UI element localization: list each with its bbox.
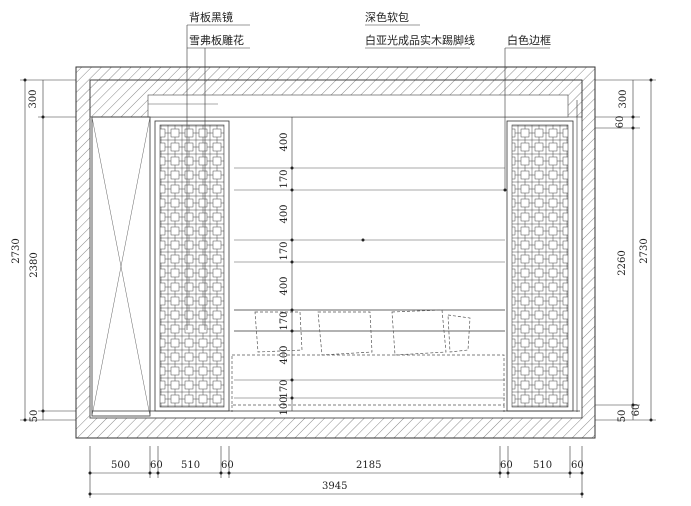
right-lattice-panel bbox=[506, 120, 574, 412]
dim-bottom-2185: 2185 bbox=[356, 460, 382, 471]
dim-bottom-total: 3945 bbox=[322, 481, 348, 492]
bed-outline bbox=[231, 309, 505, 412]
dim-left-2380: 2380 bbox=[29, 252, 40, 278]
dim-right-60-bot: 60 bbox=[631, 403, 642, 417]
dim-right-60-top: 60 bbox=[615, 115, 626, 129]
dim-dots bbox=[23, 78, 653, 496]
dim-center-6: 170 bbox=[279, 311, 290, 331]
dim-bottom-500: 500 bbox=[111, 460, 131, 471]
dim-right-300: 300 bbox=[618, 89, 629, 109]
ceiling-soffit bbox=[89, 79, 583, 118]
label-white-frame: 白色边框 bbox=[507, 34, 551, 47]
left-dim-lines bbox=[20, 79, 76, 421]
left-lattice-panel bbox=[154, 120, 230, 412]
dim-right-2260: 2260 bbox=[617, 250, 628, 276]
dim-left-50: 50 bbox=[29, 409, 40, 423]
label-skirting: 白亚光成品实木踢脚线 bbox=[365, 34, 475, 47]
dim-left-2730: 2730 bbox=[11, 238, 22, 264]
dim-bottom-60b: 60 bbox=[221, 460, 234, 471]
leader-lines bbox=[186, 24, 550, 330]
right-dim-lines bbox=[595, 79, 656, 421]
dim-left-300: 300 bbox=[28, 89, 39, 109]
soft-pack-panel bbox=[234, 167, 505, 399]
dim-right-50: 50 bbox=[617, 409, 628, 423]
left-door bbox=[91, 116, 151, 417]
dim-right-2730: 2730 bbox=[639, 238, 650, 264]
dim-center-2: 170 bbox=[279, 169, 290, 189]
label-dark-soft-pack: 深色软包 bbox=[365, 11, 409, 24]
dim-bottom-60a: 60 bbox=[150, 460, 163, 471]
dim-center-5: 400 bbox=[279, 276, 290, 296]
dim-center-9: 100 bbox=[279, 396, 290, 416]
dim-center-3: 400 bbox=[279, 204, 290, 224]
dim-bottom-510a: 510 bbox=[181, 460, 201, 471]
dim-center-7: 400 bbox=[279, 345, 290, 365]
dim-bottom-510b: 510 bbox=[533, 460, 553, 471]
label-back-mirror: 背板黑镜 bbox=[189, 11, 233, 24]
dim-center-4: 170 bbox=[279, 241, 290, 261]
label-snowflake-carving: 雪弗板雕花 bbox=[189, 34, 244, 47]
dim-bottom-60d: 60 bbox=[571, 460, 584, 471]
center-dim-ticks bbox=[290, 166, 507, 400]
dim-center-1: 400 bbox=[279, 132, 290, 152]
dim-bottom-60c: 60 bbox=[500, 460, 513, 471]
